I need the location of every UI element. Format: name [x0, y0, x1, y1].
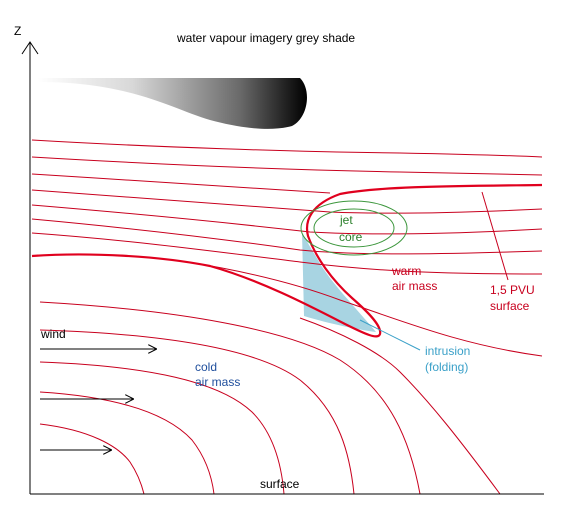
axes [21, 41, 544, 495]
jet-core-label-line2: core [339, 230, 363, 244]
isentrope-fold-5 [39, 361, 285, 495]
surface-label: surface [260, 477, 300, 491]
lower-isentropes [39, 261, 543, 495]
upper-isentropes [31, 139, 543, 275]
intrusion-pointer-line [359, 319, 421, 351]
pvu-pointer-line [481, 191, 509, 281]
isentrope-7 [31, 232, 543, 275]
isentrope-2 [31, 156, 543, 176]
isentrope-fold-7 [39, 423, 145, 495]
pvu-surface-label-line1: 1,5 PVU [490, 283, 535, 297]
intrusion-label-line1: intrusion [425, 344, 471, 358]
jet-core-ellipse-outer [300, 200, 408, 256]
jet-core-label-line1: jet [340, 213, 353, 227]
jet-core-ellipse-inner [313, 208, 395, 248]
isentrope-1 [31, 139, 543, 158]
warm-air-mass-label-line2: air mass [392, 279, 438, 293]
jet-core-ellipses [300, 200, 408, 256]
wind-label: wind [41, 327, 66, 341]
water-vapour-grey-shade [38, 78, 307, 129]
isentrope-fold-4 [39, 329, 355, 495]
isentrope-6 [31, 218, 543, 255]
diagram-title: water vapour imagery grey shade [177, 31, 356, 45]
pvu-surface-line [31, 183, 543, 338]
z-axis-label: Z [14, 24, 22, 38]
isentrope-fold-3 [39, 301, 421, 495]
isentrope-fold-1 [187, 261, 543, 357]
intrusion-label-line2: (folding) [425, 360, 469, 374]
intrusion-shading [302, 232, 376, 332]
isentrope-fold-6 [39, 391, 215, 495]
isentrope-fold-2 [299, 317, 501, 495]
cold-air-mass-label-line1: cold [195, 360, 218, 374]
cold-air-mass-label-line2: air mass [195, 375, 241, 389]
isentrope-5 [31, 204, 543, 235]
isentrope-3 [31, 173, 331, 194]
pvu-surface-label-line2: surface [490, 299, 530, 313]
warm-air-mass-label-line1: warm [392, 264, 422, 278]
z-axis-arrowhead [21, 41, 39, 55]
isentrope-4 [31, 189, 543, 214]
wind-arrows [40, 349, 156, 450]
